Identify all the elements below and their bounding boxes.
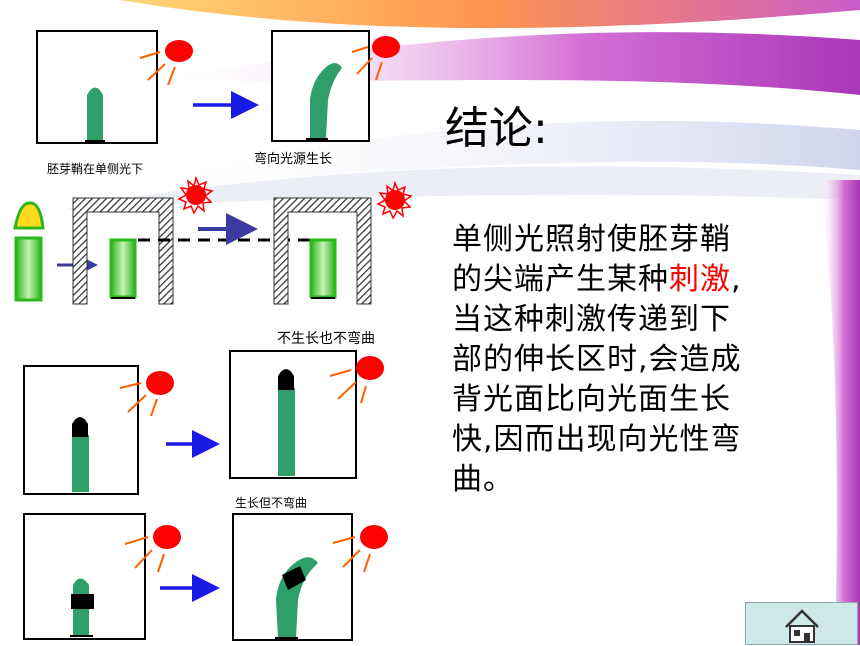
home-button[interactable] [745, 602, 858, 645]
experiment-1-result-box [271, 30, 400, 142]
conclusion-line: 快,因而出现向光性弯 [452, 422, 742, 457]
caption-no-grow-no-bend: 不生长也不弯曲 [277, 331, 375, 347]
coleoptile-bent [310, 63, 342, 138]
sun-icon [360, 525, 388, 549]
conclusion-title: 结论: [445, 103, 548, 154]
experiment-1-box [36, 30, 193, 144]
conclusion-line: 部的伸长区时,会造成 [452, 342, 742, 377]
conclusion-line: 背光面比向光面生长 [452, 382, 731, 417]
conclusion-line: 曲。 [452, 462, 514, 497]
highlight-stimulus: 刺激 [669, 262, 731, 297]
sun-icon [146, 371, 174, 395]
sun-icon [153, 525, 181, 549]
conclusion-text: 单侧光照射使胚芽鞘 的尖端产生某种刺激, 当这种刺激传递到下 部的伸长区时,会造… [452, 220, 797, 500]
sun-icon [372, 36, 400, 58]
experiment-4 [23, 513, 388, 641]
excised-tip [13, 201, 45, 230]
home-icon [785, 609, 819, 643]
experiment-2 [13, 175, 413, 305]
sun-icon [376, 180, 413, 220]
sun-icon [165, 40, 193, 62]
conclusion-line: 单侧光照射使胚芽鞘 [452, 222, 731, 257]
conclusion-line-part: , [731, 262, 742, 297]
caption-one-side-light: 胚芽鞘在单侧光下 [47, 162, 144, 176]
sun-icon [177, 175, 214, 215]
caption-grow-no-bend: 生长但不弯曲 [235, 496, 308, 510]
experiment-3 [23, 350, 384, 495]
caption-bend-to-light: 弯向光源生长 [254, 152, 333, 167]
conclusion-line-part: 的尖端产生某种 [452, 262, 669, 297]
sun-icon [356, 356, 384, 380]
conclusion-line: 的尖端产生某种刺激, [452, 260, 797, 300]
conclusion-line: 当这种刺激传递到下 [452, 302, 731, 337]
coleoptile [87, 87, 103, 141]
